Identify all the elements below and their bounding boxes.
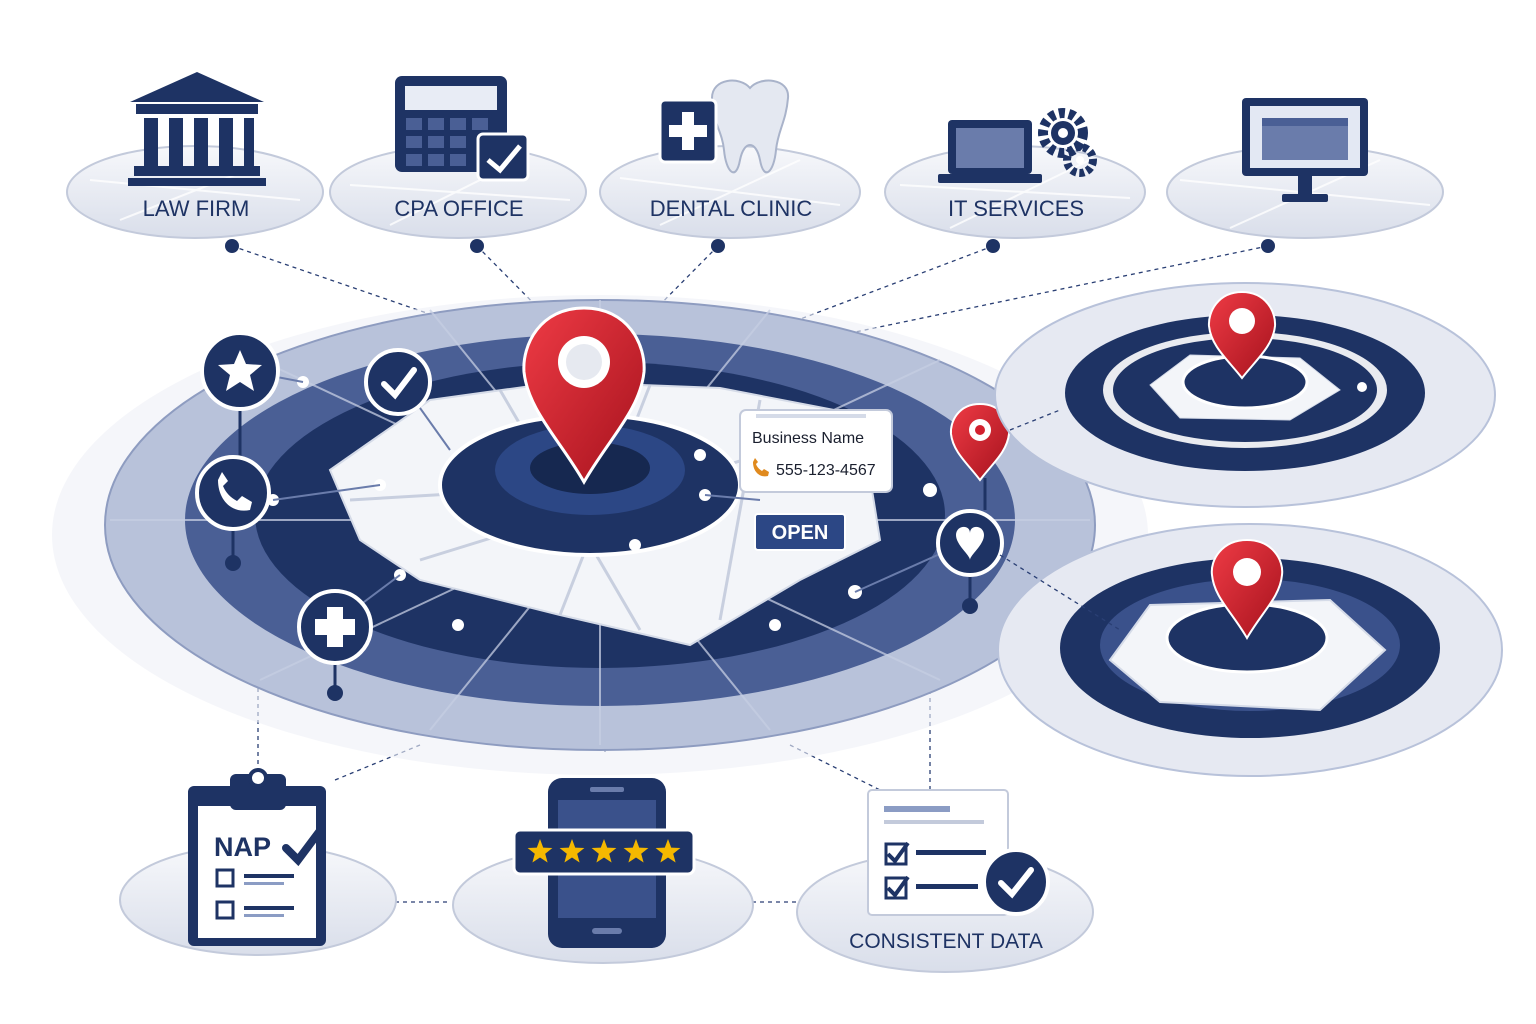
laptop-gear-icon xyxy=(938,108,1097,183)
rating-stars xyxy=(527,839,681,863)
tile-it-services[interactable]: IT SERVICES xyxy=(884,108,1146,239)
tile-cpa-office[interactable]: CPA OFFICE xyxy=(329,76,587,239)
rating-star xyxy=(623,839,649,863)
category-label: IT SERVICES xyxy=(948,196,1084,221)
monitor-icon xyxy=(1242,98,1368,202)
business-listing-card[interactable]: Business Name 555-123-4567 xyxy=(739,409,893,493)
tile-monitor[interactable] xyxy=(1166,98,1444,239)
tile-dental-clinic[interactable]: DENTAL CLINIC xyxy=(599,79,861,239)
category-label: LAW FIRM xyxy=(143,196,250,221)
open-status-badge: OPEN xyxy=(754,513,846,551)
checkmark-icon xyxy=(381,367,417,400)
connector-dot-it xyxy=(986,239,1000,253)
check-badge[interactable] xyxy=(364,348,432,416)
star-icon xyxy=(218,350,262,391)
rating-star xyxy=(591,839,617,863)
connector-dot-law xyxy=(225,239,239,253)
tile-reviews[interactable] xyxy=(452,778,754,964)
connector-monitor xyxy=(744,245,1269,356)
satellite-disc-lower xyxy=(997,523,1503,777)
open-status-text: OPEN xyxy=(772,522,829,544)
star-badge[interactable] xyxy=(200,331,280,460)
rating-star xyxy=(559,839,585,863)
connector-law xyxy=(231,245,541,353)
courthouse-icon xyxy=(128,72,266,186)
document-checklist-icon xyxy=(867,789,1050,916)
phone-icon xyxy=(218,472,252,511)
phone-icon xyxy=(753,458,769,477)
main-location-pin[interactable] xyxy=(522,306,646,486)
hub-icon-badges xyxy=(195,331,1004,701)
nap-label: NAP xyxy=(214,832,271,862)
rating-star xyxy=(655,839,681,863)
tile-nap[interactable]: NAP xyxy=(119,768,397,956)
heart-icon xyxy=(956,526,984,560)
connector-dot-cpa xyxy=(470,239,484,253)
category-tiles: LAW FIRM CPA OFFICE xyxy=(66,72,1444,239)
category-label: DENTAL CLINIC xyxy=(650,196,813,221)
connector-dot-monitor xyxy=(1261,239,1275,253)
medical-badge[interactable] xyxy=(297,589,373,701)
heart-badge[interactable] xyxy=(936,509,1004,614)
tile-law-firm[interactable]: LAW FIRM xyxy=(66,72,324,239)
tooth-icon xyxy=(658,79,790,174)
connector-dots xyxy=(225,239,1275,253)
bottom-items: NAP xyxy=(119,768,1094,973)
medical-cross-icon xyxy=(315,607,355,647)
tile-consistent-data[interactable]: CONSISTENT DATA xyxy=(796,789,1094,973)
calculator-icon xyxy=(395,76,530,182)
category-label: CPA OFFICE xyxy=(394,196,523,221)
satellite-disc-upper xyxy=(994,282,1496,508)
upper-disc-pin[interactable] xyxy=(1207,290,1277,380)
clipboard-checklist-icon xyxy=(188,768,326,946)
connector-dot-dental xyxy=(711,239,725,253)
rating-star xyxy=(527,839,553,863)
business-name: Business Name xyxy=(752,430,864,447)
phone-badge[interactable] xyxy=(195,455,271,571)
consistent-data-label: CONSISTENT DATA xyxy=(849,930,1043,953)
business-phone: 555-123-4567 xyxy=(776,462,876,479)
lower-disc-pin[interactable] xyxy=(1210,538,1284,641)
